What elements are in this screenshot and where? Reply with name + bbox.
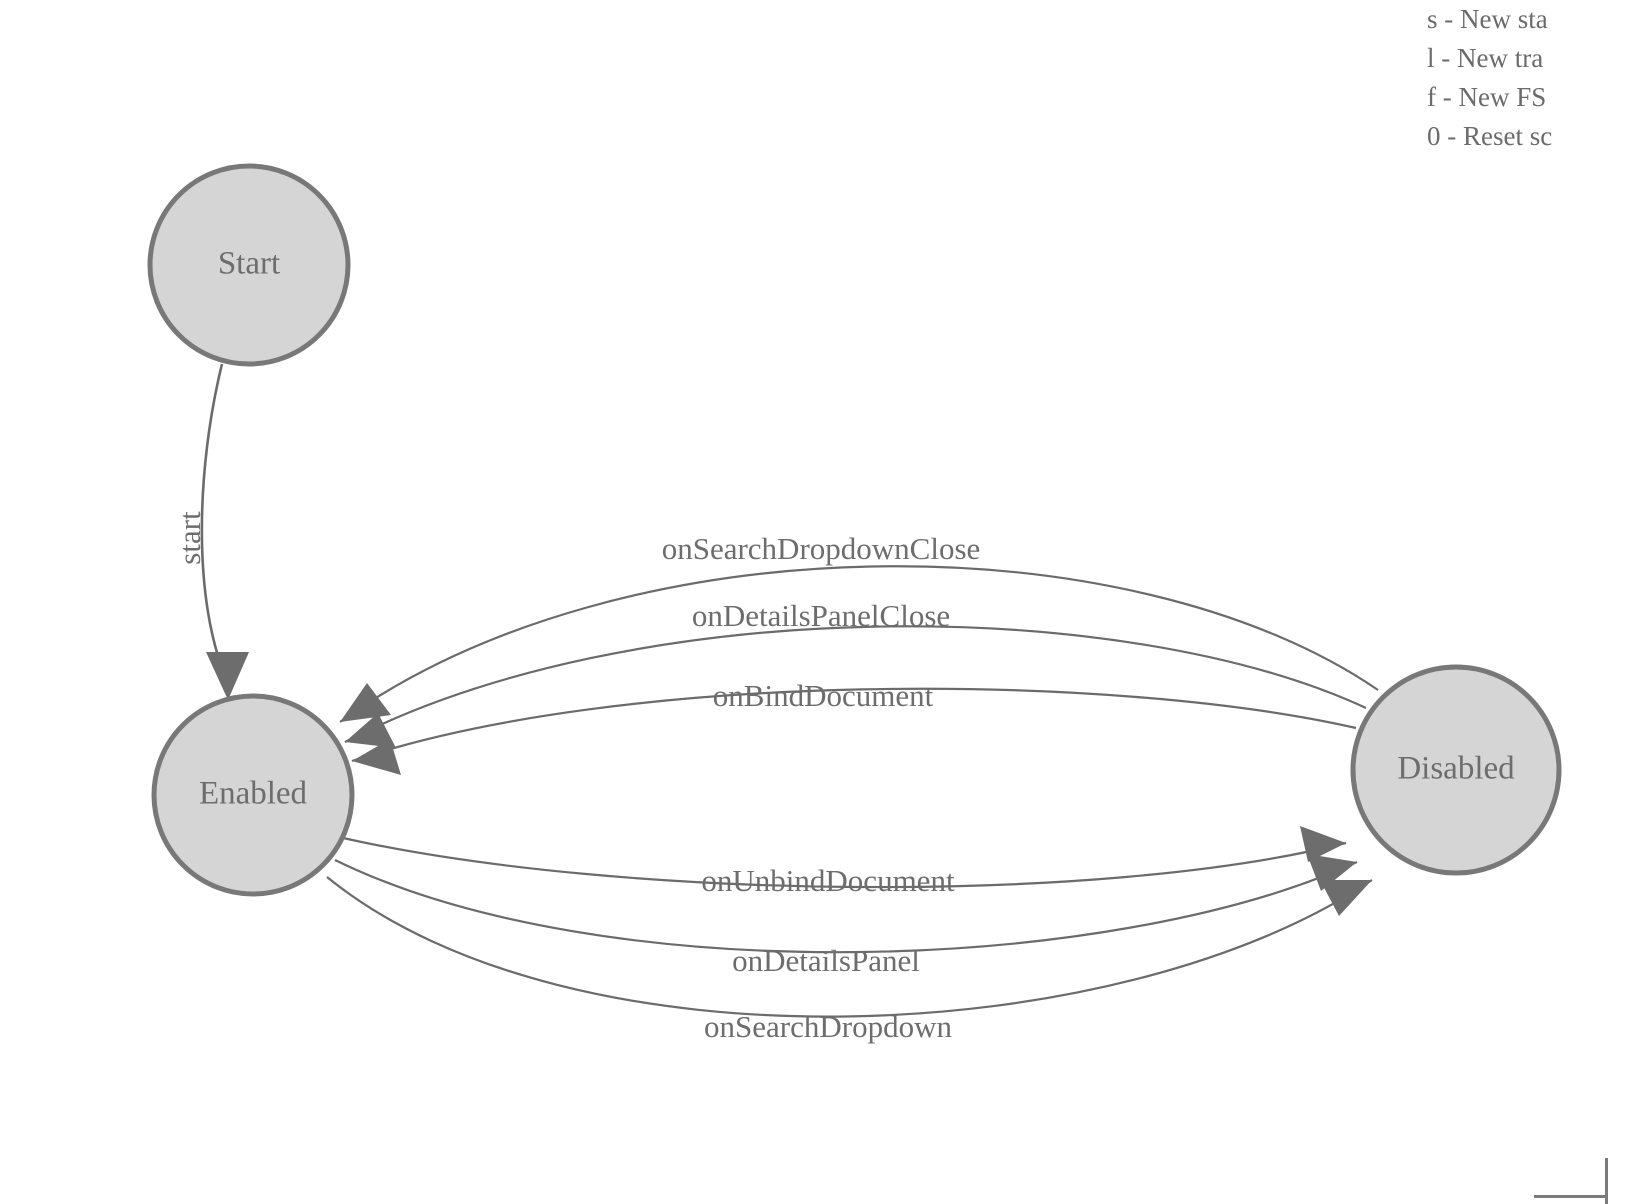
transition-onUnbindDocument[interactable] <box>342 826 1347 889</box>
transition-label-onDetailsPanel: onDetailsPanel <box>732 943 920 978</box>
state-label-enabled: Enabled <box>199 776 308 812</box>
state-node-enabled[interactable]: Enabled <box>151 693 355 897</box>
state-label-start: Start <box>218 246 280 282</box>
transition-label-onDetailsPanelClose: onDetailsPanelClose <box>692 598 950 633</box>
canvas-frame-bottom-edge <box>1534 1195 1608 1198</box>
transition-label-onSearchDropdown: onSearchDropdown <box>704 1009 952 1044</box>
transition-onSearchDropdown[interactable] <box>326 876 1373 1018</box>
state-circle-enabled[interactable] <box>151 693 355 897</box>
transition-start[interactable] <box>200 363 249 700</box>
transition-label-onBindDocument: onBindDocument <box>713 678 934 713</box>
transition-label-start: start <box>172 511 207 565</box>
state-label-disabled: Disabled <box>1397 751 1515 787</box>
transition-label-onUnbindDocument: onUnbindDocument <box>701 863 955 898</box>
state-circle-start[interactable] <box>147 163 351 367</box>
transition-onDetailsPanel[interactable] <box>334 854 1358 954</box>
canvas-frame-right-edge <box>1605 1158 1608 1204</box>
transition-onSearchDropdownClose[interactable] <box>339 565 1379 723</box>
state-node-disabled[interactable]: Disabled <box>1350 664 1562 876</box>
transition-label-onSearchDropdownClose: onSearchDropdownClose <box>662 531 981 566</box>
state-node-start[interactable]: Start <box>147 163 351 367</box>
state-circle-disabled[interactable] <box>1350 664 1562 876</box>
transition-onDetailsPanelClose[interactable] <box>344 625 1367 748</box>
transition-onBindDocument[interactable] <box>351 687 1357 775</box>
